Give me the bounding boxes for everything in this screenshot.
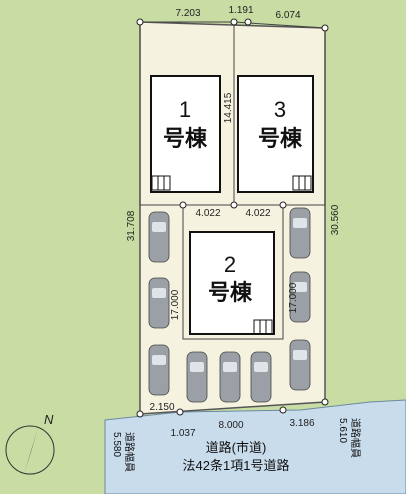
plot-1-word: 号棟 xyxy=(163,126,208,151)
road-type: 法42条1項1号道路 xyxy=(183,458,290,473)
dim-top-left: 7.203 xyxy=(175,8,200,19)
dim-plot2-left: 17.000 xyxy=(170,289,181,320)
building-3 xyxy=(237,75,314,193)
dim-left-side: 31.708 xyxy=(126,210,137,241)
dim-top-mid: 1.191 xyxy=(228,5,253,16)
dim-bottom-b: 8.000 xyxy=(218,420,243,431)
dim-top-right: 6.074 xyxy=(275,10,300,21)
dim-inner-right: 4.022 xyxy=(245,208,270,219)
dim-inner-left: 4.022 xyxy=(195,208,220,219)
stair-hatch-1 xyxy=(151,175,171,191)
boundary-markers xyxy=(136,18,329,418)
road-width-right-value: 5.610 xyxy=(337,418,348,443)
north-compass: N xyxy=(5,412,55,475)
dim-plot2-right: 17.000 xyxy=(288,282,299,313)
road-width-left-value: 5.580 xyxy=(111,432,122,457)
plot-1-number: 1 xyxy=(179,97,191,122)
plot-2-number: 2 xyxy=(224,252,236,277)
plot-3-word: 号棟 xyxy=(258,126,303,151)
stair-hatch-3 xyxy=(292,175,312,191)
dim-bottom-a: 1.037 xyxy=(170,428,195,439)
road-width-right-label: 道路幅員 xyxy=(349,418,362,458)
plot-3-number: 3 xyxy=(274,97,286,122)
stair-hatch-2 xyxy=(253,319,273,335)
building-1 xyxy=(150,75,221,193)
dim-bottom-left: 2.150 xyxy=(149,402,174,413)
building-2 xyxy=(189,231,275,335)
road-area xyxy=(104,399,406,494)
road-width-left-label: 道路幅員 xyxy=(123,432,136,472)
dim-bottom-c: 3.186 xyxy=(289,418,314,429)
plot-2-word: 号棟 xyxy=(208,280,253,305)
compass-needle-icon xyxy=(24,428,38,474)
dim-plot3-side: 14.415 xyxy=(223,92,234,123)
road-name: 道路(市道) xyxy=(206,440,267,455)
car-windows xyxy=(152,218,307,372)
compass-label: N xyxy=(44,412,54,427)
plot-3-boundary xyxy=(233,21,326,206)
dim-right-side: 30.560 xyxy=(330,204,341,235)
